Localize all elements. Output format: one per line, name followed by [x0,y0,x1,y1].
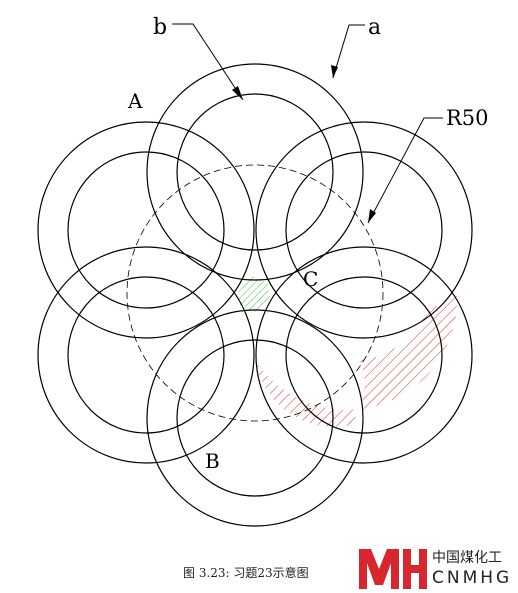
figure-caption: 图 3.23: 习题23示意图 [183,566,309,580]
ring-5-inner-circle [67,276,225,434]
label-b: b [153,15,167,40]
ring-2-inner-circle [285,151,443,309]
ring-diagram: b a A R50 C B [37,15,489,527]
label-A: A [127,89,143,113]
logo-text-en: CNMHG [432,568,513,588]
logo-text-cn: 中国煤化工 [432,550,502,566]
ring-1-outer-circle [146,63,364,281]
label-C: C [303,267,318,291]
ring-3-inner-circle [285,276,443,434]
label-a: a [368,15,381,40]
leader-a-arrowhead [331,65,338,78]
label-r50: R50 [446,106,489,130]
ring-4-outer-circle [146,309,364,527]
leader-r50 [367,117,443,224]
ring-1-inner-circle [176,93,334,251]
ring-6-outer-circle [37,121,255,339]
leader-b [172,23,244,101]
red-hatched-ring [255,295,458,427]
ring-5-outer-circle [37,246,255,464]
ring-6-inner-circle [67,151,225,309]
logo: 中国煤化工 CNMHG [357,545,518,593]
logo-mark-icon [359,549,427,589]
rings-group [37,63,473,527]
leader-a [332,24,365,79]
leader-r50-arrowhead [368,209,376,223]
leader-b-arrowhead [232,86,243,100]
ring-3-outer-circle [255,246,473,464]
label-B: B [205,449,220,473]
green-hatched-region [238,276,270,312]
reference-circle [126,164,384,422]
ring-4-inner-circle [176,339,334,497]
ring-2-outer-circle [255,121,473,339]
